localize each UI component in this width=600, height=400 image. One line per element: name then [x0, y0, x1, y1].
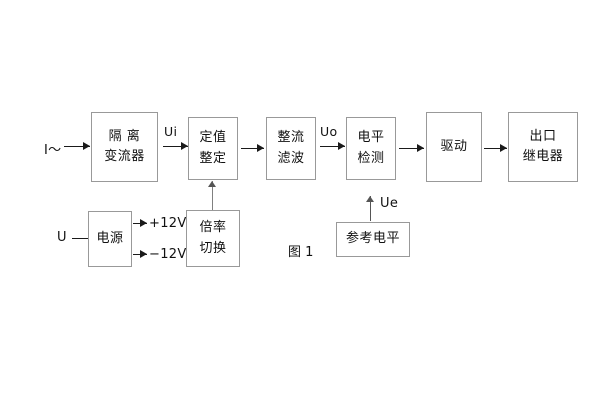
block-rectify-filter-line-1: 整流	[277, 130, 305, 146]
block-setting-adjust[interactable]: 定值 整定	[188, 117, 238, 180]
arrow-reference-level-to-level-detect	[366, 196, 375, 221]
block-level-detect[interactable]: 电平 检测	[346, 117, 396, 180]
block-isolation-ct-line-2: 变流器	[104, 149, 145, 164]
arrow-power-supply-plus12v	[133, 219, 147, 228]
arrow-level-detect-to-drive	[399, 144, 424, 153]
current-input-label: I～	[44, 143, 62, 158]
arrow-isolation-ct-to-setting-adjust	[163, 142, 188, 151]
block-level-detect-line-2: 检测	[357, 150, 385, 166]
figure-caption: 图 1	[288, 245, 314, 260]
block-reference-level-line-1: 参考电平	[345, 231, 400, 247]
block-drive-line-1: 驱动	[440, 138, 468, 154]
block-power-supply-line-1: 电源	[96, 230, 124, 246]
arrow-rectify-filter-to-level-detect	[320, 142, 345, 151]
block-multiplier-switch-line-2: 切换	[199, 240, 227, 256]
arrow-power-supply-minus12v	[133, 250, 147, 259]
arrow-current-input-to-isolation-ct	[64, 142, 90, 151]
block-rectify-filter[interactable]: 整流 滤波	[266, 117, 316, 180]
arrow-multiplier-switch-to-setting-adjust	[208, 181, 217, 210]
block-level-detect-line-1: 电平	[357, 130, 385, 146]
block-isolation-ct-line-1: 隔 离	[108, 128, 141, 144]
signal-label-ui: Ui	[164, 124, 178, 139]
arrow-drive-to-output-relay	[484, 144, 507, 153]
block-rectify-filter-line-2: 滤波	[277, 150, 305, 166]
block-output-relay[interactable]: 出口 继电器	[508, 112, 578, 182]
signal-label-ue: Ue	[380, 196, 399, 211]
block-setting-adjust-line-1: 定值	[199, 130, 227, 146]
signal-label-uo: Uo	[320, 124, 338, 139]
block-power-supply[interactable]: 电源	[88, 211, 132, 267]
block-multiplier-switch[interactable]: 倍率 切换	[186, 210, 240, 267]
block-output-relay-line-1: 出口	[529, 128, 557, 144]
block-multiplier-switch-line-1: 倍率	[199, 220, 227, 236]
block-isolation-ct[interactable]: 隔 离 变流器	[91, 112, 158, 182]
voltage-input-label: U	[57, 230, 67, 245]
label-plus-12v: +12V	[149, 216, 187, 231]
block-drive[interactable]: 驱动	[426, 112, 482, 182]
block-reference-level[interactable]: 参考电平	[336, 222, 410, 257]
block-setting-adjust-line-2: 整定	[199, 150, 227, 166]
label-minus-12v: −12V	[149, 247, 187, 262]
block-output-relay-line-2: 继电器	[522, 149, 564, 164]
arrow-setting-adjust-to-rectify-filter	[241, 144, 264, 153]
